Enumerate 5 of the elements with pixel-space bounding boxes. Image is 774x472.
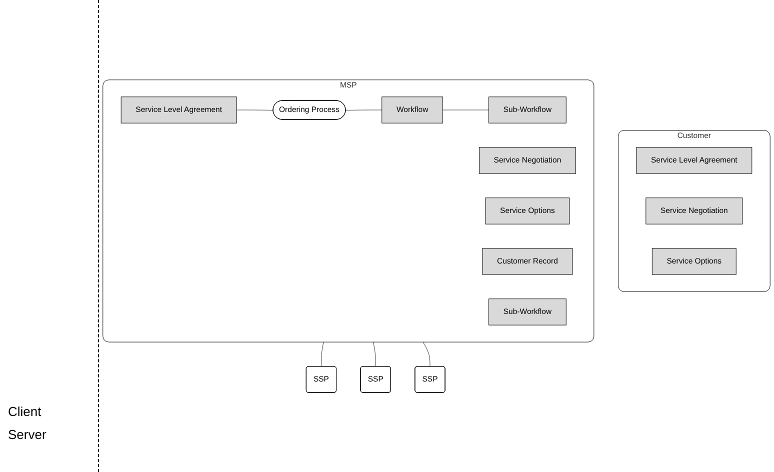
- connector: [320, 342, 324, 366]
- side-label: Server: [8, 427, 48, 442]
- side-label: Client: [8, 404, 42, 419]
- connector: [373, 342, 376, 366]
- connector: [422, 342, 430, 366]
